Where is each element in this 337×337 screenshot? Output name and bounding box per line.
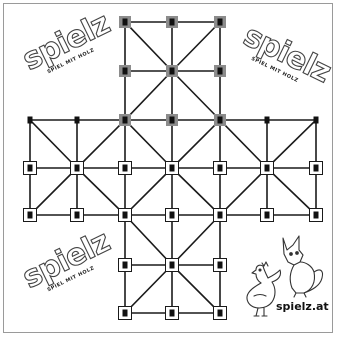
space-peg: [28, 117, 33, 124]
board-line: [267, 168, 316, 215]
space-peg: [314, 165, 319, 172]
board-space[interactable]: [166, 209, 179, 222]
space-peg: [170, 68, 175, 75]
board-space[interactable]: [261, 162, 274, 175]
board-space[interactable]: [218, 68, 223, 75]
space-peg: [123, 19, 128, 26]
board-space[interactable]: [214, 162, 227, 175]
board-space[interactable]: [261, 209, 274, 222]
board-space[interactable]: [28, 117, 33, 124]
space-peg: [314, 212, 319, 219]
board-line: [172, 71, 220, 120]
board-line: [220, 120, 267, 168]
space-peg: [75, 212, 80, 219]
board-line: [125, 168, 172, 215]
board-space[interactable]: [119, 162, 132, 175]
space-peg: [123, 310, 128, 317]
space-peg: [170, 262, 175, 269]
board-space[interactable]: [119, 259, 132, 272]
board-line: [172, 120, 220, 168]
board-space[interactable]: [24, 162, 37, 175]
board-line: [125, 265, 172, 313]
space-peg: [170, 165, 175, 172]
space-peg: [123, 165, 128, 172]
board-space[interactable]: [170, 19, 175, 26]
space-peg: [265, 165, 270, 172]
space-peg: [28, 212, 33, 219]
space-peg: [314, 117, 319, 124]
board-line: [172, 22, 220, 71]
space-peg: [170, 117, 175, 124]
website-label[interactable]: spielz.at: [276, 300, 329, 313]
board-line: [77, 120, 125, 168]
board-line: [267, 120, 316, 168]
space-peg: [218, 165, 223, 172]
board-space[interactable]: [265, 117, 270, 124]
board-space[interactable]: [166, 162, 179, 175]
board-space[interactable]: [71, 162, 84, 175]
board-space[interactable]: [123, 117, 128, 124]
space-peg: [218, 310, 223, 317]
space-peg: [123, 262, 128, 269]
space-peg: [218, 212, 223, 219]
board-line: [30, 120, 77, 168]
space-peg: [218, 262, 223, 269]
board-line: [125, 120, 172, 168]
board-space[interactable]: [214, 307, 227, 320]
board-space[interactable]: [119, 209, 132, 222]
board-line: [220, 168, 267, 215]
space-peg: [265, 212, 270, 219]
space-peg: [28, 165, 33, 172]
board-space[interactable]: [71, 209, 84, 222]
space-peg: [218, 117, 223, 124]
space-peg: [123, 212, 128, 219]
board-space[interactable]: [310, 162, 323, 175]
space-peg: [123, 117, 128, 124]
board-space[interactable]: [170, 68, 175, 75]
board-line: [125, 22, 172, 71]
space-peg: [75, 117, 80, 124]
space-peg: [218, 68, 223, 75]
board-line: [172, 265, 220, 313]
board-space[interactable]: [170, 117, 175, 124]
board-space[interactable]: [166, 259, 179, 272]
board-line: [125, 71, 172, 120]
board-space[interactable]: [218, 19, 223, 26]
board-line: [125, 215, 172, 265]
board-space[interactable]: [166, 307, 179, 320]
board-line: [172, 215, 220, 265]
board-space[interactable]: [123, 19, 128, 26]
board-line: [172, 168, 220, 215]
board-space[interactable]: [119, 307, 132, 320]
space-peg: [265, 117, 270, 124]
board-space[interactable]: [24, 209, 37, 222]
board-space[interactable]: [75, 117, 80, 124]
board-line: [77, 168, 125, 215]
board-space[interactable]: [214, 209, 227, 222]
board-space[interactable]: [314, 117, 319, 124]
board-space[interactable]: [123, 68, 128, 75]
space-peg: [170, 310, 175, 317]
space-peg: [123, 68, 128, 75]
board-space[interactable]: [214, 259, 227, 272]
board-line: [30, 168, 77, 215]
space-peg: [170, 212, 175, 219]
space-peg: [75, 165, 80, 172]
space-peg: [218, 19, 223, 26]
board-space[interactable]: [310, 209, 323, 222]
fox-icon: [283, 236, 323, 297]
space-peg: [170, 19, 175, 26]
board-space[interactable]: [218, 117, 223, 124]
